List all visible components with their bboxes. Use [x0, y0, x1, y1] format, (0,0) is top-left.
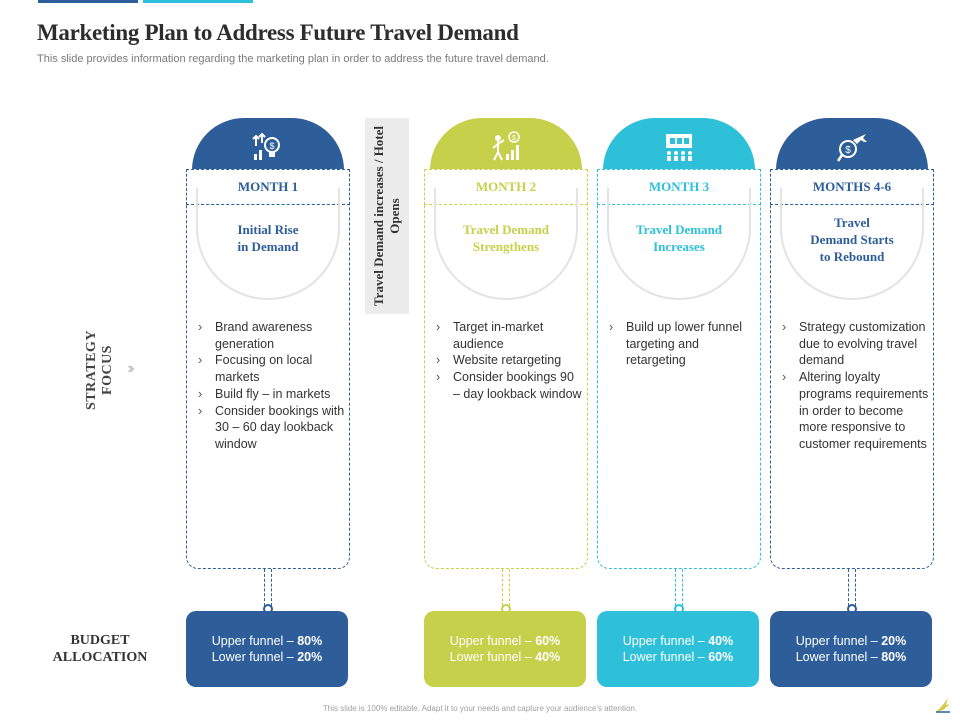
lower-funnel-line: Lower funnel – 40% [449, 650, 561, 664]
connector-line [675, 569, 683, 606]
list-item: Website retargeting [436, 352, 584, 369]
list-item: Consider bookings with 30 – 60 day lookb… [198, 403, 346, 453]
top-accent-bar-dark [38, 0, 138, 3]
budget-box: Upper funnel – 80% Lower funnel – 20% [186, 611, 348, 687]
budget-box: Upper funnel – 40% Lower funnel – 60% [597, 611, 759, 687]
list-item: Build fly – in markets [198, 386, 346, 403]
lower-funnel-line: Lower funnel – 20% [211, 650, 323, 664]
strategy-list: Brand awareness generation Focusing on l… [198, 319, 346, 453]
dome: $ [776, 118, 928, 170]
dome: $ [430, 118, 582, 170]
connector-line [502, 569, 510, 606]
strategy-list: Strategy customization due to evolving t… [782, 319, 930, 453]
strategy-focus-label: STRATEGY FOCUS [84, 330, 115, 410]
audience-presentation-icon [666, 134, 692, 161]
list-item: Build up lower funnel targeting and reta… [609, 319, 757, 369]
list-item: Strategy customization due to evolving t… [782, 319, 930, 369]
upper-funnel-line: Upper funnel – 60% [449, 634, 561, 648]
strategy-list: Target in-market audience Website retarg… [436, 319, 584, 403]
top-accent-bar-light [143, 0, 253, 3]
footer-note: This slide is 100% editable. Adapt it to… [322, 704, 638, 713]
list-item: Focusing on local markets [198, 352, 346, 385]
svg-text:$: $ [512, 135, 516, 142]
strategy-list: Build up lower funnel targeting and reta… [609, 319, 757, 369]
svg-text:$: $ [269, 141, 274, 151]
budget-box: Upper funnel – 20% Lower funnel – 80% [770, 611, 932, 687]
upper-funnel-line: Upper funnel – 20% [795, 634, 907, 648]
upper-funnel-line: Upper funnel – 80% [211, 634, 323, 648]
page-title: Marketing Plan to Address Future Travel … [37, 20, 519, 45]
lower-funnel-line: Lower funnel – 60% [622, 650, 734, 664]
connector-line [264, 569, 272, 606]
list-item: Target in-market audience [436, 319, 584, 352]
page-subtitle: This slide provides information regardin… [37, 53, 549, 65]
chevrons-icon: ››› [127, 360, 135, 377]
growth-lightbulb-icon: $ [252, 132, 280, 160]
list-item: Consider bookings 90 – day lookback wind… [436, 369, 584, 402]
budget-box: Upper funnel – 60% Lower funnel – 40% [424, 611, 586, 687]
budget-allocation-label: BUDGET ALLOCATION [52, 633, 148, 665]
divider-box: Travel Demand increases / Hotel Opens [365, 118, 409, 314]
dome: $ [192, 118, 344, 170]
brand-logo-icon [936, 698, 950, 713]
list-item: Brand awareness generation [198, 319, 346, 352]
svg-text:$: $ [845, 145, 851, 156]
dome [603, 118, 755, 170]
dollar-plane-icon: $ [836, 134, 867, 162]
person-growth-icon: $ [492, 131, 520, 161]
connector-line [848, 569, 856, 606]
upper-funnel-line: Upper funnel – 40% [622, 634, 734, 648]
divider-text: Travel Demand increases / Hotel Opens [371, 125, 402, 307]
list-item: Altering loyalty programs requirements i… [782, 369, 930, 453]
lower-funnel-line: Lower funnel – 80% [795, 650, 907, 664]
